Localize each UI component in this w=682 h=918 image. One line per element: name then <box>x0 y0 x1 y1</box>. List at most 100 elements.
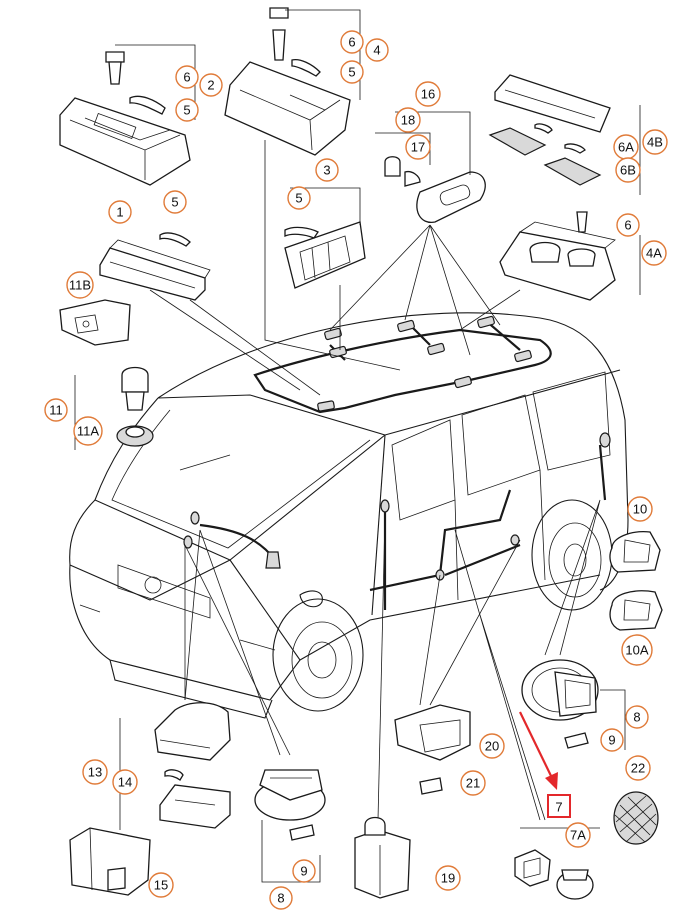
callout-ring <box>340 30 364 54</box>
callout-label: 10 <box>633 502 647 517</box>
highlight-arrow <box>519 711 554 781</box>
callout-ring <box>621 634 653 666</box>
callout-label: 9 <box>608 733 615 748</box>
callout-label: 6A <box>618 140 634 155</box>
callout-c5-c: 5 <box>287 186 311 210</box>
callout-label: 1 <box>116 205 123 220</box>
callout-c6-b: 6 <box>340 30 364 54</box>
rail-lamp-4b <box>488 74 611 186</box>
callout-c16: 16 <box>415 81 441 107</box>
callout-ring <box>395 107 421 133</box>
callout-ring <box>292 859 316 883</box>
callout-label: 14 <box>118 775 132 790</box>
callout-label: 18 <box>401 113 415 128</box>
callout-label: 17 <box>411 140 425 155</box>
callout-c21: 21 <box>460 770 486 796</box>
footwell-lamp-10 <box>609 531 663 631</box>
callout-c10a: 10A <box>621 634 653 666</box>
interior-lamp-4 <box>224 7 351 156</box>
callout-label: 16 <box>421 87 435 102</box>
callout-label: 11A <box>77 424 99 439</box>
callout-c11: 11 <box>44 398 68 422</box>
callout-label: 20 <box>485 739 499 754</box>
callout-c8-a: 8 <box>625 705 649 729</box>
callout-ring <box>627 496 653 522</box>
callout-c6a: 6A <box>613 134 639 160</box>
callout-label: 11B <box>69 278 91 293</box>
callout-c1: 1 <box>108 200 132 224</box>
interior-lamp-4a <box>499 211 616 301</box>
callout-ring <box>315 158 339 182</box>
switch-16 <box>384 156 486 223</box>
callout-ring <box>625 755 651 781</box>
callout-c20: 20 <box>479 733 505 759</box>
callout-ring <box>199 73 223 97</box>
callout-ring <box>82 759 108 785</box>
callout-label: 10A <box>625 643 648 658</box>
callout-ring <box>175 98 199 122</box>
callout-c4: 4 <box>365 38 389 62</box>
callout-ring <box>148 872 174 898</box>
callout-label: 15 <box>154 878 168 893</box>
callout-label: 6 <box>348 35 355 50</box>
callout-ring <box>616 213 640 237</box>
callout-c6-a: 6 <box>175 65 199 89</box>
callout-c13: 13 <box>82 759 108 785</box>
switch-19 <box>354 816 411 899</box>
callout-label: 5 <box>171 195 178 210</box>
callout-label: 21 <box>466 776 480 791</box>
lamp-housing-8 <box>521 659 599 749</box>
callout-label: 9 <box>300 864 307 879</box>
callout-c11b: 11B <box>66 271 94 299</box>
callout-label: 13 <box>88 765 102 780</box>
callout-c18: 18 <box>395 107 421 133</box>
callout-label: 4B <box>647 135 663 150</box>
callout-label: 5 <box>183 103 190 118</box>
callout-ring <box>66 271 94 299</box>
callout-label: 2 <box>207 78 214 93</box>
callout-ring <box>73 416 103 446</box>
callout-label: 11 <box>49 403 63 418</box>
callout-label: 8 <box>633 710 640 725</box>
switch-15 <box>69 827 151 896</box>
callout-ring <box>615 157 641 183</box>
highlight-label: 7 <box>555 800 562 815</box>
lamp-20 <box>394 704 471 795</box>
callout-label: 5 <box>295 191 302 206</box>
callout-ring <box>625 705 649 729</box>
callout-ring <box>269 886 293 910</box>
interior-lamp-1 <box>99 232 211 301</box>
callout-c4b: 4B <box>642 129 668 155</box>
callout-label: 22 <box>631 761 645 776</box>
callout-ring <box>479 733 505 759</box>
callout-ring <box>405 134 431 160</box>
callout-ring <box>565 822 591 848</box>
callout-c19: 19 <box>435 865 461 891</box>
callout-label: 5 <box>348 65 355 80</box>
callout-c8-b: 8 <box>269 886 293 910</box>
callout-c5-a: 5 <box>175 98 199 122</box>
callout-ring <box>641 240 667 266</box>
callout-label: 7A <box>570 828 586 843</box>
callout-c3: 3 <box>315 158 339 182</box>
highlight-marker: 7 <box>519 711 571 818</box>
callout-ring <box>340 60 364 84</box>
callout-ring <box>460 770 486 796</box>
wiring-harness <box>183 315 611 610</box>
callout-ring <box>175 65 199 89</box>
contact-switch-11 <box>116 366 154 447</box>
bracket-11b <box>59 299 131 346</box>
callout-ring <box>435 865 461 891</box>
callout-label: 4 <box>373 43 380 58</box>
glovebox-lamp-13 <box>154 702 231 829</box>
highlight-box <box>547 794 571 818</box>
callout-ring <box>108 200 132 224</box>
callout-label: 6 <box>183 70 190 85</box>
callout-c6b: 6B <box>615 157 641 183</box>
callout-c14: 14 <box>112 769 138 795</box>
callout-label: 3 <box>323 163 330 178</box>
callout-ring <box>365 38 389 62</box>
callout-ring <box>163 190 187 214</box>
